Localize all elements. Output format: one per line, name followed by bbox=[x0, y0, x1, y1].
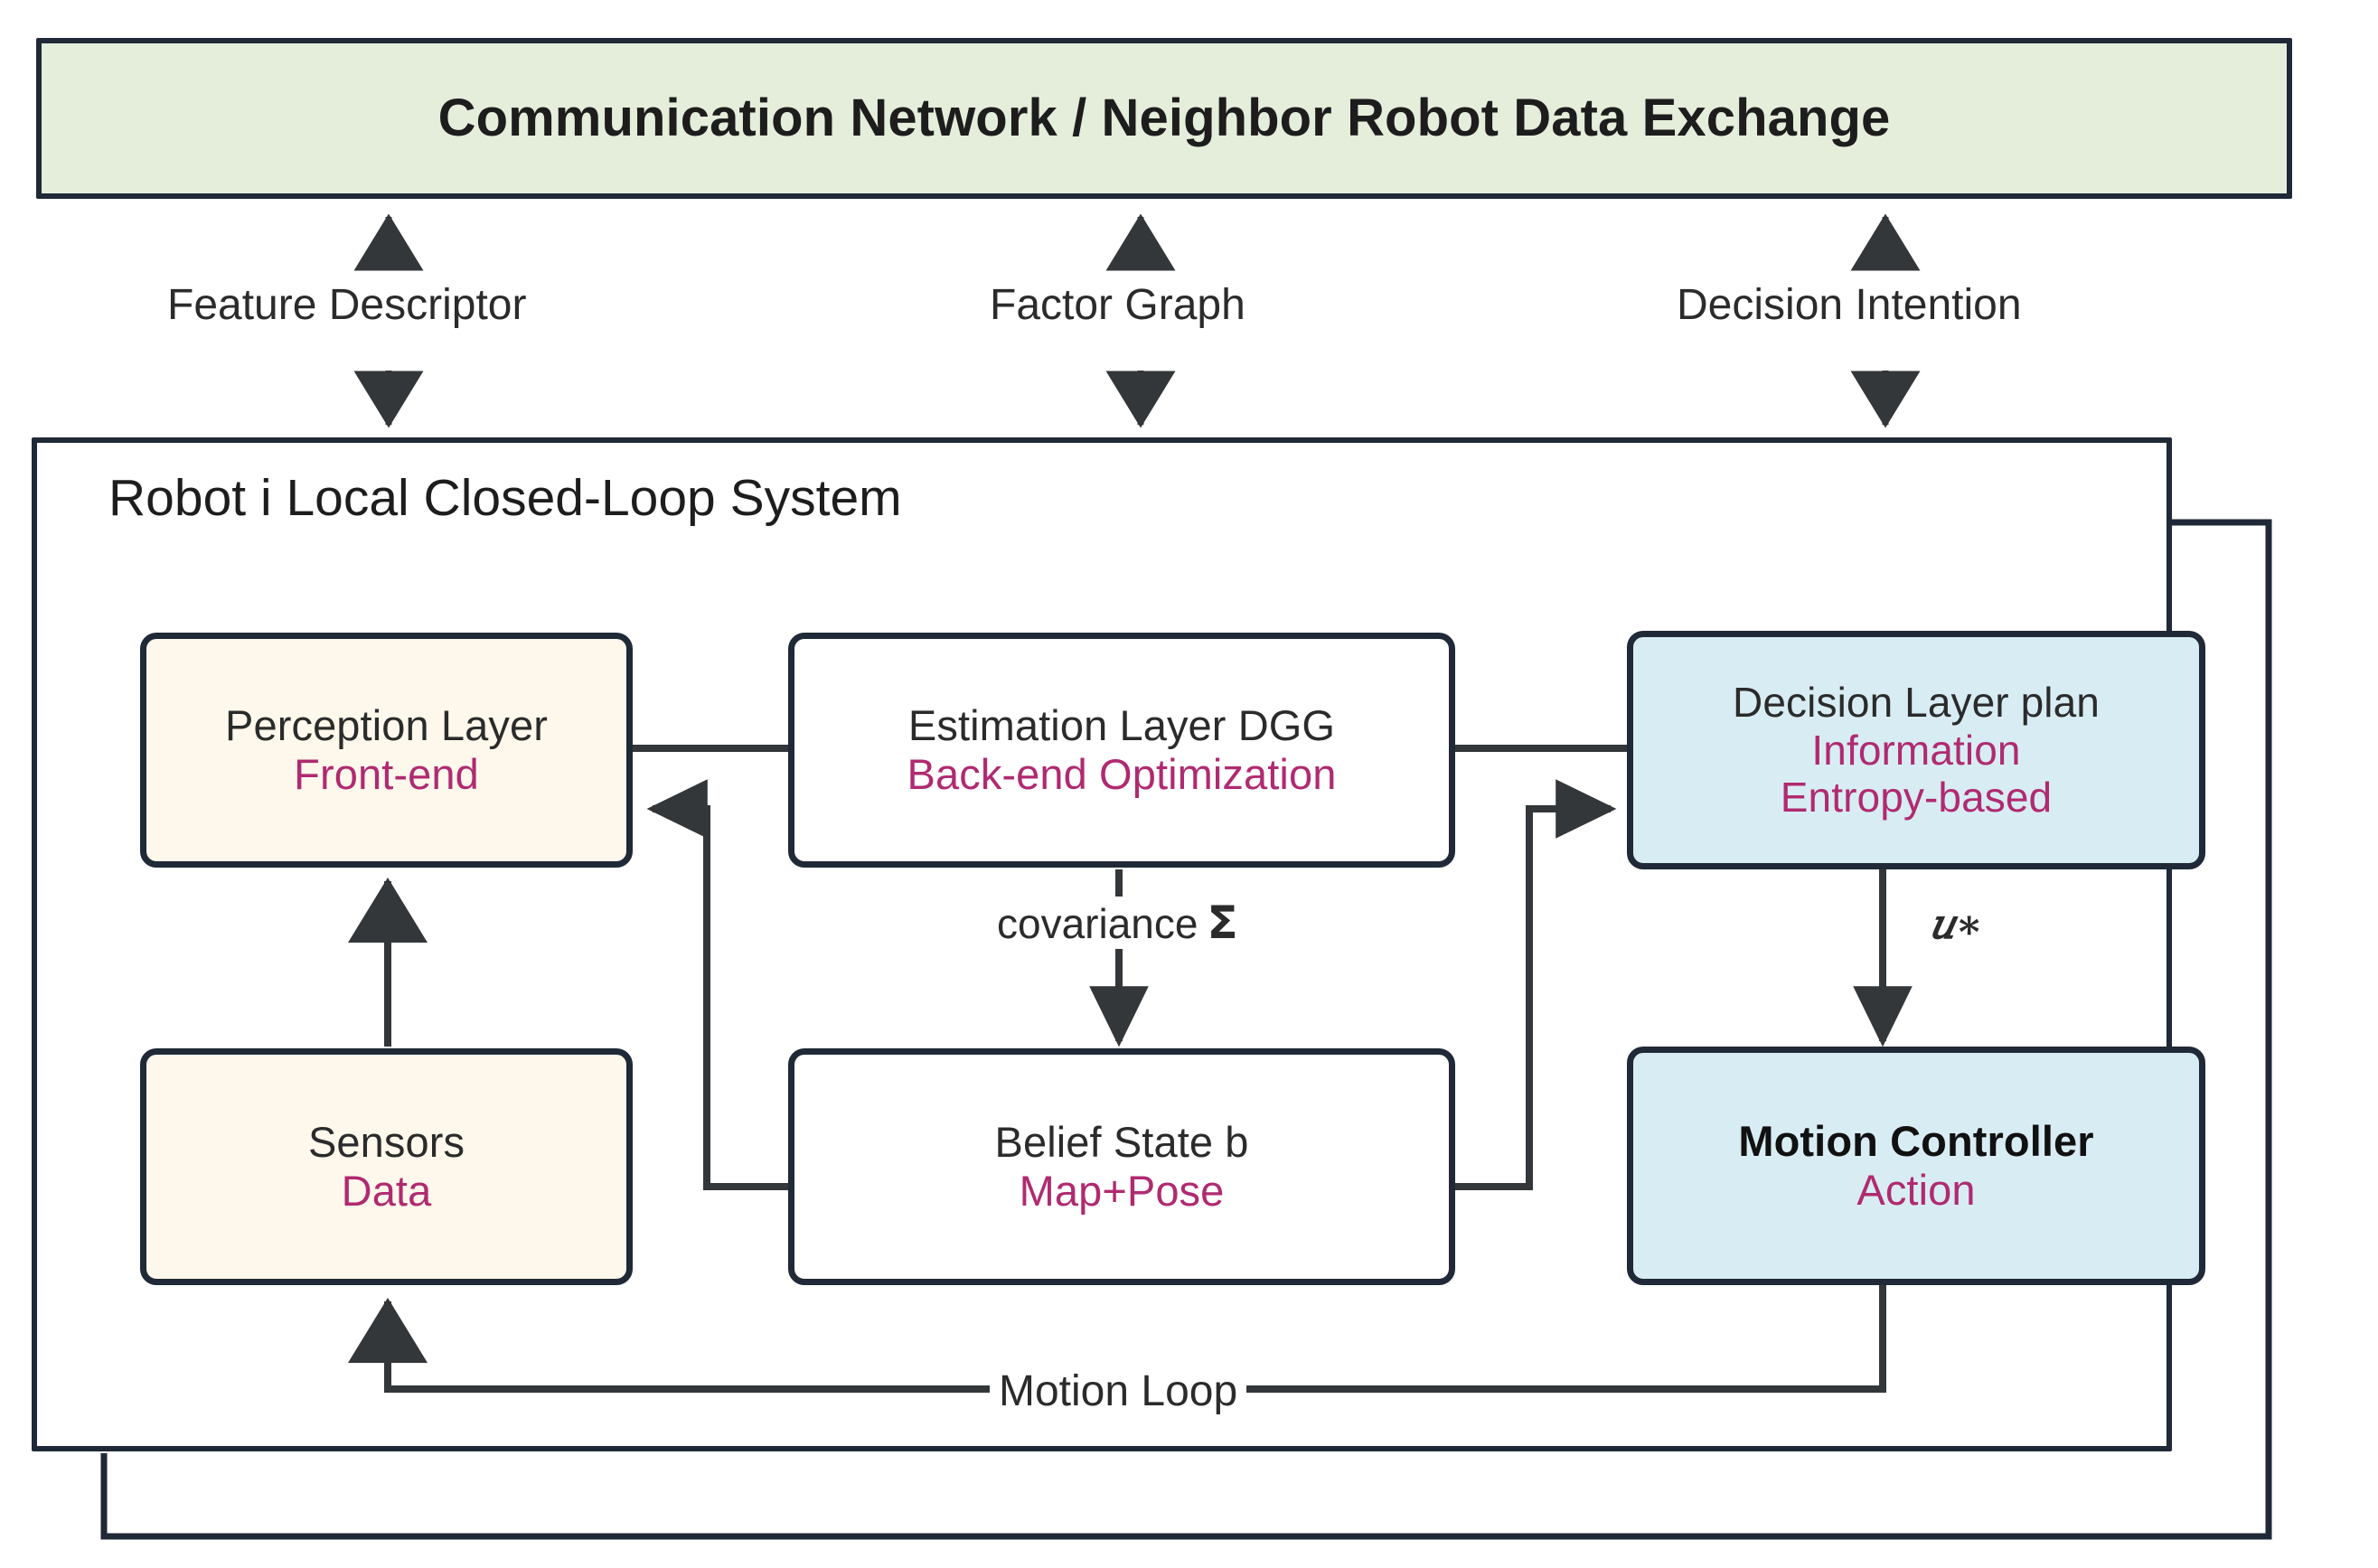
motion-controller-subtitle: Action bbox=[1856, 1166, 1976, 1214]
belief-state-subtitle: Map+Pose bbox=[1019, 1167, 1225, 1215]
estimation-layer-title: Estimation Layer DGG bbox=[907, 701, 1336, 750]
decision-layer-subtitle: Information bbox=[1811, 726, 2021, 774]
sigma-symbol: Σ bbox=[1207, 897, 1238, 949]
edge-label-motion-loop: Motion Loop bbox=[990, 1366, 1247, 1416]
perception-layer-title: Perception Layer bbox=[225, 701, 548, 750]
node-sensors[interactable]: Sensors Data bbox=[140, 1048, 633, 1285]
node-estimation-layer[interactable]: Estimation Layer DGG Back-end Optimizati… bbox=[788, 633, 1455, 868]
decision-layer-subtitle-2: Entropy-based bbox=[1780, 774, 2053, 822]
motion-controller-title: Motion Controller bbox=[1738, 1117, 2094, 1166]
communication-network-banner: Communication Network / Neighbor Robot D… bbox=[36, 38, 2292, 199]
node-belief-state[interactable]: Belief State b Map+Pose bbox=[788, 1048, 1455, 1285]
decision-layer-title: Decision Layer plan bbox=[1733, 679, 2100, 727]
estimation-layer-subtitle: Back-end Optimization bbox=[907, 750, 1337, 798]
belief-state-title: Belief State b bbox=[994, 1118, 1249, 1167]
communication-network-label: Communication Network / Neighbor Robot D… bbox=[437, 88, 1891, 147]
edge-label-factor-graph: Factor Graph bbox=[981, 280, 1255, 330]
node-motion-controller[interactable]: Motion Controller Action bbox=[1627, 1047, 2205, 1285]
covariance-text: covariance bbox=[997, 900, 1198, 947]
robot-local-system-container bbox=[32, 437, 2172, 1451]
node-decision-layer[interactable]: Decision Layer plan Information Entropy-… bbox=[1627, 631, 2205, 869]
perception-layer-subtitle: Front-end bbox=[294, 750, 479, 798]
edge-label-decision-intention: Decision Intention bbox=[1668, 280, 2031, 330]
node-perception-layer[interactable]: Perception Layer Front-end bbox=[140, 633, 633, 868]
edge-label-feature-descriptor: Feature Descriptor bbox=[158, 280, 536, 330]
edge-label-optimal-control: 𝑢∗ bbox=[1923, 900, 1989, 948]
sensors-title: Sensors bbox=[307, 1118, 465, 1167]
sensors-subtitle: Data bbox=[341, 1167, 432, 1215]
robot-system-title: Robot i Local Closed-Loop System bbox=[108, 469, 902, 527]
